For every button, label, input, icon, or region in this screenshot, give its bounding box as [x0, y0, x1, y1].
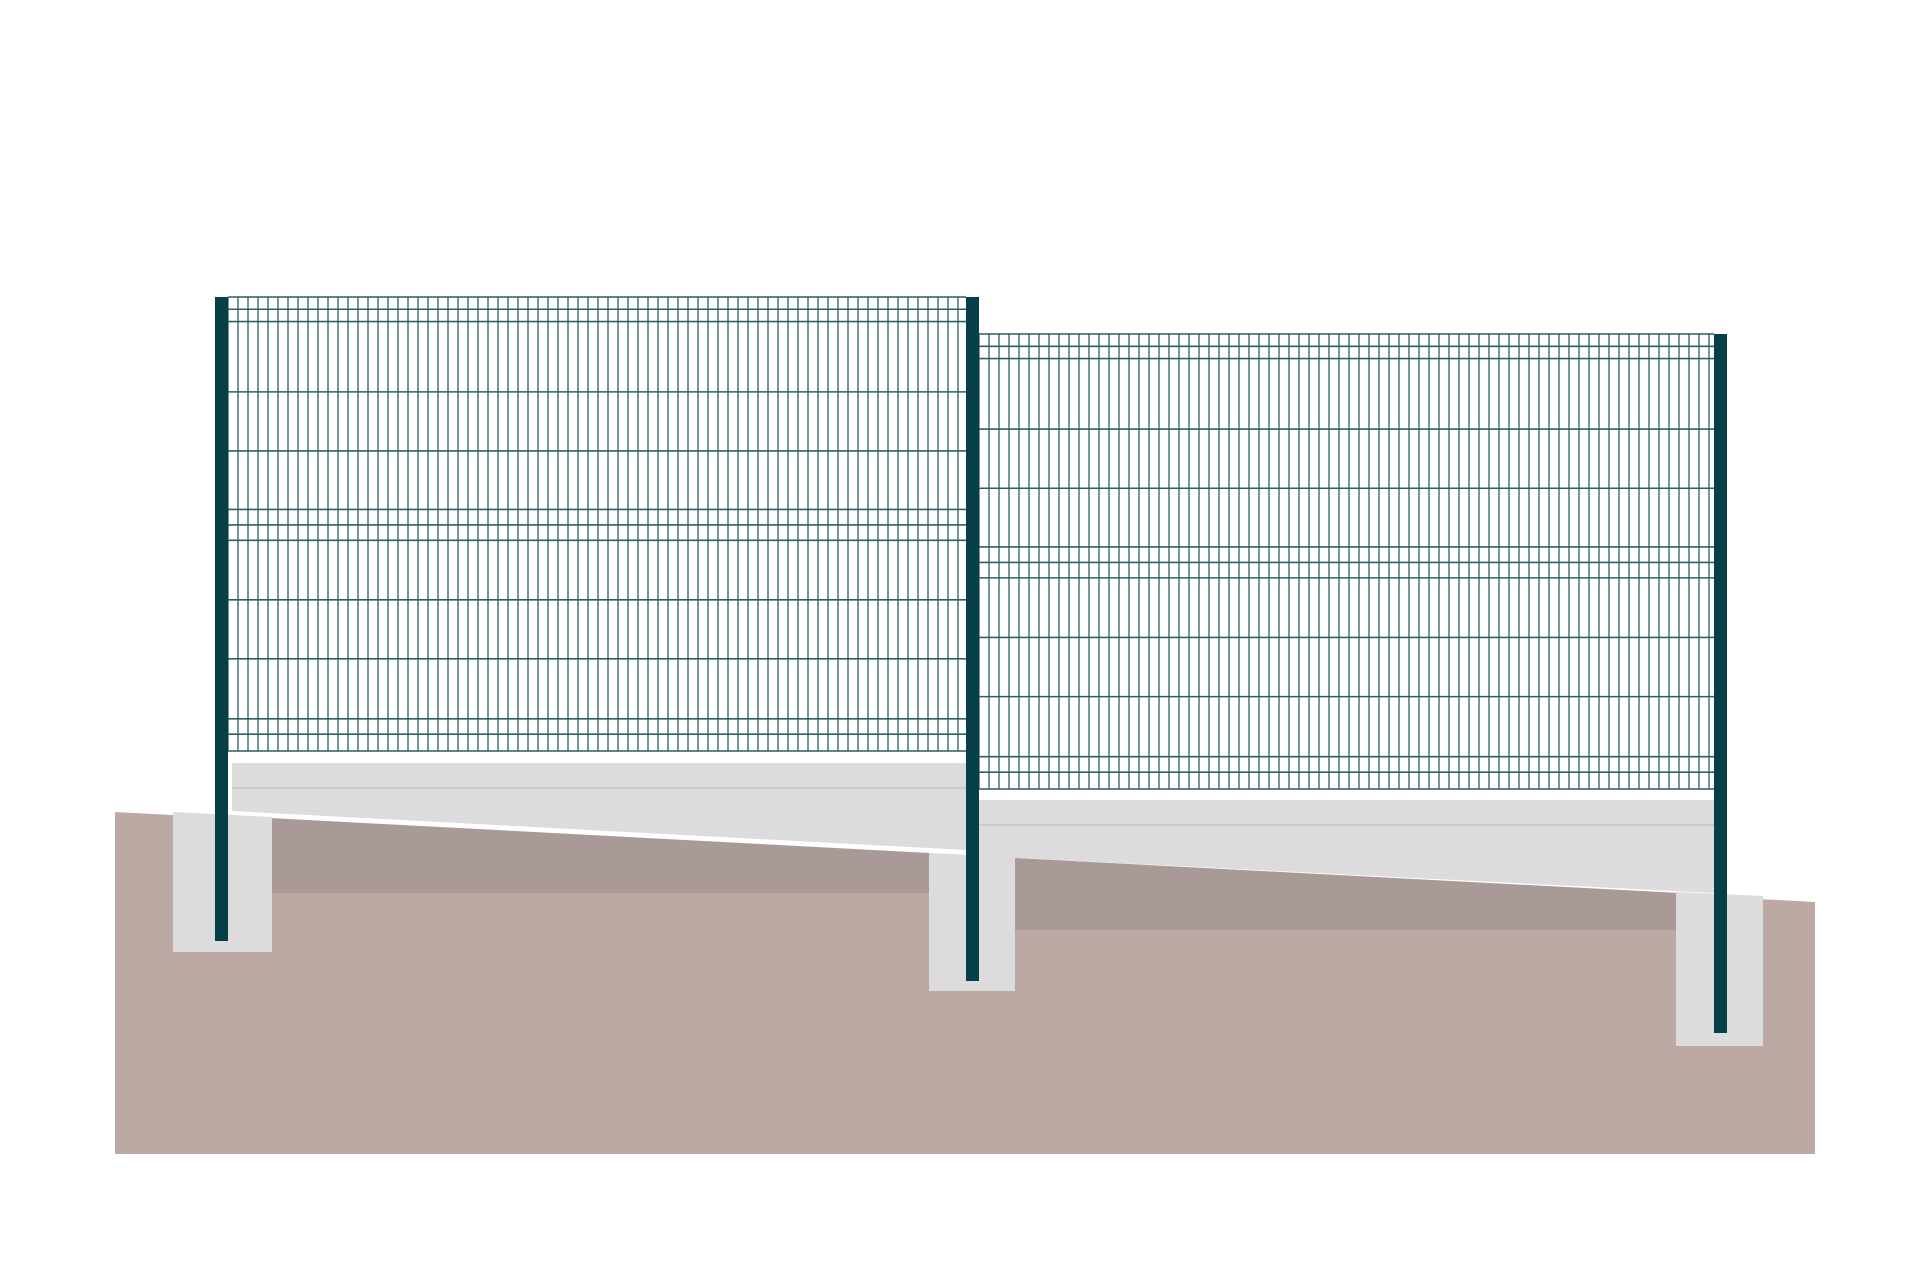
post-right: [1714, 334, 1727, 1033]
plinth-right: [978, 800, 1714, 893]
plinth-left: [232, 763, 966, 850]
posts: [215, 297, 1727, 1033]
post-middle: [966, 297, 979, 981]
plinths: [232, 763, 1714, 893]
post-left: [215, 297, 228, 941]
trench-shadow-right: [1015, 858, 1680, 930]
mesh-panel-right: [978, 333, 1714, 790]
mesh-panel-left: [227, 296, 966, 752]
trench-shadow-left: [270, 818, 930, 893]
